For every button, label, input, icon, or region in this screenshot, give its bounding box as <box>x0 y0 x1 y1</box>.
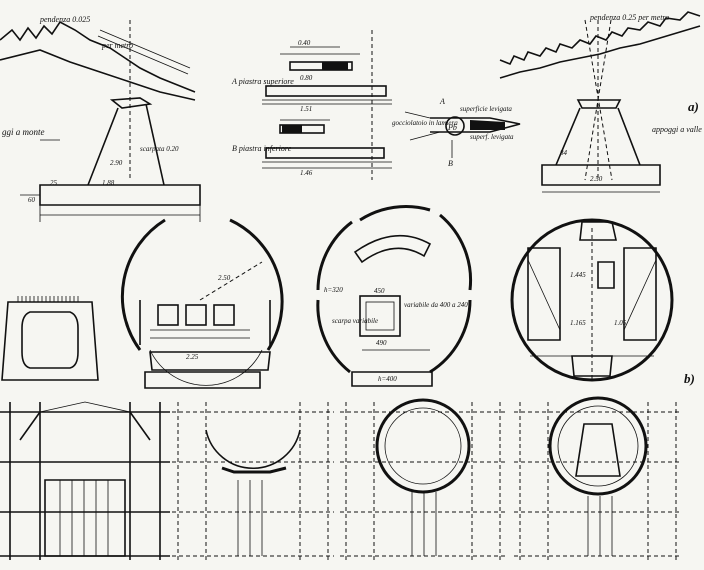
label-dim-1-51: 1.51 <box>300 105 313 113</box>
label-dim-2-50-ring: 2.50 <box>218 274 231 282</box>
label-h-400: h=400 <box>378 375 397 383</box>
label-pb: Pb <box>448 123 457 132</box>
label-dim-490: 490 <box>376 339 387 347</box>
label-batter-left: scarpata 0.20 <box>140 145 179 153</box>
label-dim-84-right: 84 <box>560 149 567 157</box>
label-polished-surface-2: superf. levigata <box>470 133 514 141</box>
label-dim-1-88: 1.88 <box>102 179 115 187</box>
pier-right-elevation <box>499 11 701 193</box>
label-dim-2-90: 2.90 <box>110 159 123 167</box>
scaffold-stage-4 <box>514 396 682 560</box>
ring-section-right <box>510 218 674 382</box>
label-downstream-supports: appoggi a valle <box>652 125 702 134</box>
label-dim-1-05: 1.05 <box>614 319 627 327</box>
label-section-b: B <box>448 159 453 168</box>
label-dim-2-25: 2.25 <box>186 353 199 361</box>
label-variable-thickness: variabile da 400 a 240 <box>404 301 468 309</box>
label-dim-1-165: 1.165 <box>570 319 586 327</box>
label-upper-plate: A piastra superiore <box>232 77 294 86</box>
label-panel-b: b) <box>684 371 695 386</box>
plate-details <box>262 30 521 180</box>
scaffold-stage-3 <box>340 398 506 560</box>
label-slope-right: pendenza 0.25 per metro <box>590 13 670 22</box>
label-h-320: h=320 <box>324 286 343 294</box>
label-dim-450: 450 <box>374 287 385 295</box>
ring-section-left <box>120 218 284 389</box>
label-polished-surface: superficie levigata <box>460 105 512 113</box>
label-dim-1-445: 1.445 <box>570 271 586 279</box>
label-dim-0-80: 0.80 <box>300 74 313 82</box>
label-dim-2-50-right: 2.50 <box>590 175 603 183</box>
label-dim-25-left: 25 <box>50 179 57 187</box>
label-dim-1-46: 1.46 <box>300 169 313 177</box>
label-lower-plate: B piastra inferiore <box>232 144 292 153</box>
label-slope-left: pendenza 0.025 <box>40 15 91 24</box>
scaffold-stage-1 <box>0 401 170 560</box>
label-per-metre-left: per metro <box>102 41 134 50</box>
label-upstream-supports: ggi a monte <box>2 127 45 137</box>
label-steel-sheet: gocciolatoio in lamiera <box>392 119 458 127</box>
scaffold-stage-2 <box>172 402 334 560</box>
label-dim-60-left: 60 <box>28 196 35 204</box>
label-section-a: A <box>440 97 445 106</box>
label-variable-batter: scarpa variabile <box>332 317 379 325</box>
label-dim-0-40: 0.40 <box>298 39 311 47</box>
pier-left-elevation <box>0 20 201 222</box>
ring-section-center <box>316 205 473 387</box>
pier-cross-section <box>1 296 99 381</box>
label-panel-a: a) <box>688 99 699 114</box>
